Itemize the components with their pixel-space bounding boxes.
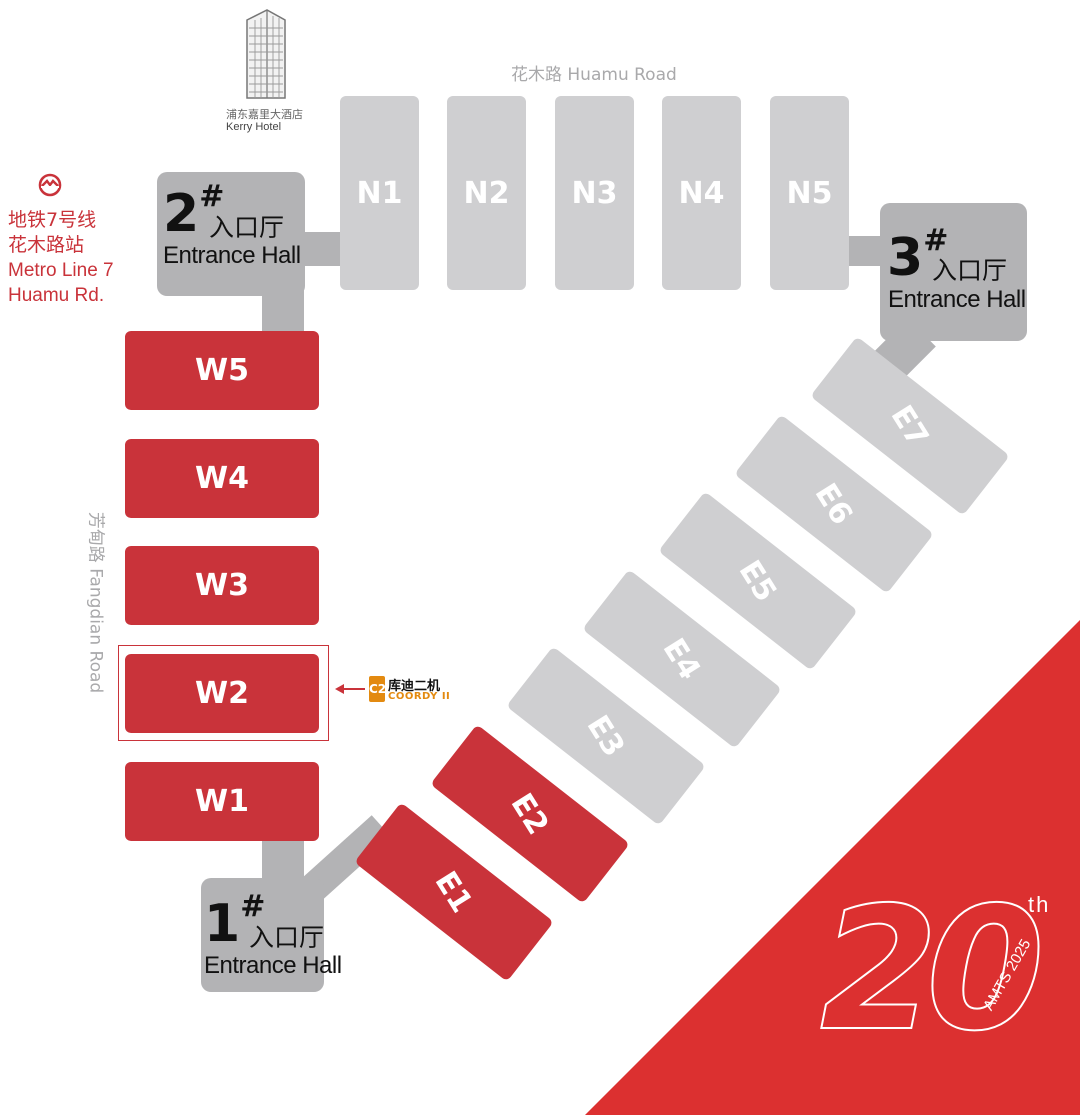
hall-e1-label: E1 xyxy=(428,865,480,919)
hall-e6-label: E6 xyxy=(808,477,860,531)
entrance-3-digit: 3 xyxy=(887,228,924,288)
hall-w2-label: W2 xyxy=(195,676,249,711)
entrance-3-mark: # xyxy=(923,223,949,258)
entrance-2-en: Entrance Hall xyxy=(163,242,301,269)
hall-n1[interactable]: N1 xyxy=(340,96,419,290)
hall-w3-label: W3 xyxy=(195,568,249,603)
entrance-hall-1[interactable] xyxy=(201,878,324,992)
metro-info: 地铁7号线 花木路站 Metro Line 7 Huamu Rd. xyxy=(8,208,114,308)
metro-logo-icon xyxy=(38,173,62,197)
exhibitor-name-en: COORDY II xyxy=(388,691,451,702)
badge-th-suffix: th xyxy=(1028,892,1051,917)
entrance-1-cn: 入口厅 xyxy=(249,923,325,952)
hall-n2-label: N2 xyxy=(463,175,510,211)
connector-1-west xyxy=(262,840,304,882)
exhibitor-logo-mark: C2 xyxy=(369,676,386,702)
metro-station-en: Huamu Rd. xyxy=(8,285,105,306)
hall-w5[interactable]: W5 xyxy=(125,331,319,410)
entrance-1-mark: # xyxy=(240,889,266,924)
entrance-3-en: Entrance Hall xyxy=(888,286,1026,313)
exhibitor-logo[interactable]: C2 库迪二机 COORDY II xyxy=(369,676,459,704)
metro-line-cn: 地铁7号线 xyxy=(8,209,97,231)
metro-line-en: Metro Line 7 xyxy=(8,260,114,281)
hall-w1[interactable]: W1 xyxy=(125,762,319,841)
hall-n3[interactable]: N3 xyxy=(555,96,634,290)
entrance-3-number: 3# xyxy=(887,226,948,285)
hall-n3-label: N3 xyxy=(571,175,618,211)
hall-w3[interactable]: W3 xyxy=(125,546,319,625)
hall-n1-label: N1 xyxy=(356,175,403,211)
entrance-2-mark: # xyxy=(199,179,225,214)
connector-2-west xyxy=(262,290,304,334)
exhibitor-name-cn: 库迪二机 xyxy=(388,679,441,694)
hall-w4-label: W4 xyxy=(195,461,249,496)
hall-e5-label: E5 xyxy=(732,554,784,608)
entrance-2-number: 2# xyxy=(163,182,224,241)
hall-e2-label: E2 xyxy=(504,787,556,841)
entrance-hall-3[interactable] xyxy=(880,203,1027,341)
road-fangdian: 芳甸路 Fangdian Road xyxy=(85,511,106,694)
w2-highlight-frame xyxy=(118,645,329,741)
entrance-1-digit: 1 xyxy=(204,894,241,954)
hall-w4[interactable]: W4 xyxy=(125,439,319,518)
hall-n4[interactable]: N4 xyxy=(662,96,741,290)
badge-20-number: 20 xyxy=(819,871,1046,1069)
entrance-hall-2[interactable] xyxy=(157,172,305,296)
arrow-left-icon xyxy=(335,684,365,694)
hall-n5-label: N5 xyxy=(786,175,833,211)
connector-2-north xyxy=(300,232,342,266)
road-huamu: 花木路 Huamu Road xyxy=(511,65,677,85)
building-icon xyxy=(246,9,286,99)
entrance-1-en: Entrance Hall xyxy=(204,952,342,979)
hall-w2[interactable]: W2 xyxy=(125,654,319,733)
metro-station-cn: 花木路站 xyxy=(8,234,85,256)
entrance-3-cn: 入口厅 xyxy=(932,256,1008,285)
hall-e4-label: E4 xyxy=(656,632,708,686)
hall-n4-label: N4 xyxy=(678,175,725,211)
hotel-name-en: Kerry Hotel xyxy=(226,121,282,133)
hall-e7-label: E7 xyxy=(884,399,936,453)
entrance-2-digit: 2 xyxy=(163,184,200,244)
connector-north-3 xyxy=(848,236,884,266)
hall-w1-label: W1 xyxy=(195,784,249,819)
hall-n5[interactable]: N5 xyxy=(770,96,849,290)
hall-e3-label: E3 xyxy=(580,709,632,763)
hall-w5-label: W5 xyxy=(195,353,249,388)
entrance-1-number: 1# xyxy=(204,892,265,951)
hall-n2[interactable]: N2 xyxy=(447,96,526,290)
hotel-name-cn: 浦东嘉里大酒店 xyxy=(226,108,303,121)
entrance-2-cn: 入口厅 xyxy=(209,213,285,242)
